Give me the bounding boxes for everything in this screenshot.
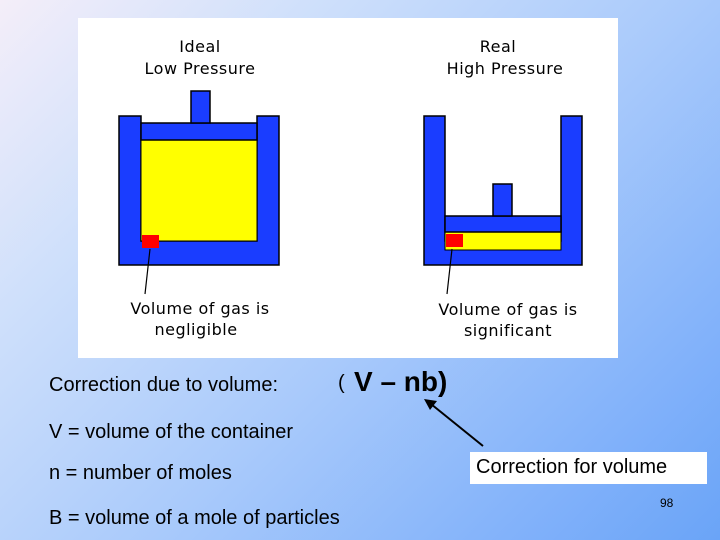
correction-for-volume-label: Correction for volume	[476, 456, 668, 478]
definition-v: V = volume of the container	[49, 421, 294, 443]
expression-open-paren: (	[338, 372, 345, 394]
ideal-particle	[142, 235, 159, 248]
ideal-container	[118, 90, 280, 295]
ideal-gas-volume	[140, 139, 258, 242]
definition-n: n = number of moles	[49, 462, 232, 484]
ideal-title-line2: Low Pressure	[145, 59, 256, 78]
real-caption-line2: significant	[464, 321, 552, 340]
callout-arrow-head	[424, 399, 437, 410]
real-caption-line1: Volume of gas is	[438, 300, 577, 319]
ideal-caption-line1: Volume of gas is	[130, 299, 269, 318]
real-title-line1: Real	[480, 37, 517, 56]
page-number: 98	[660, 496, 674, 510]
ideal-piston-rod	[190, 90, 211, 124]
gas-volume-diagram: Ideal Low Pressure Real High Pressure	[78, 18, 618, 358]
real-piston-plate	[444, 215, 562, 233]
callout-arrow-line	[430, 403, 484, 447]
real-particle	[446, 234, 463, 247]
real-pointer-line	[446, 248, 453, 295]
correction-for-volume-callout: Correction for volume	[470, 452, 707, 484]
real-title-line2: High Pressure	[447, 59, 564, 78]
ideal-pointer-line	[144, 248, 151, 295]
real-container	[423, 115, 583, 295]
real-container-wall	[423, 115, 583, 266]
definition-b: B = volume of a mole of particles	[49, 507, 340, 529]
container-comparison-figure: Ideal Low Pressure Real High Pressure	[118, 37, 583, 340]
ideal-caption-line2: negligible	[154, 320, 237, 339]
real-piston-rod	[492, 183, 513, 217]
volume-correction-expression: V – nb)	[354, 366, 448, 397]
volume-correction-label: Correction due to volume:	[49, 374, 279, 396]
ideal-title-line1: Ideal	[179, 37, 220, 56]
ideal-piston-plate	[140, 122, 258, 141]
